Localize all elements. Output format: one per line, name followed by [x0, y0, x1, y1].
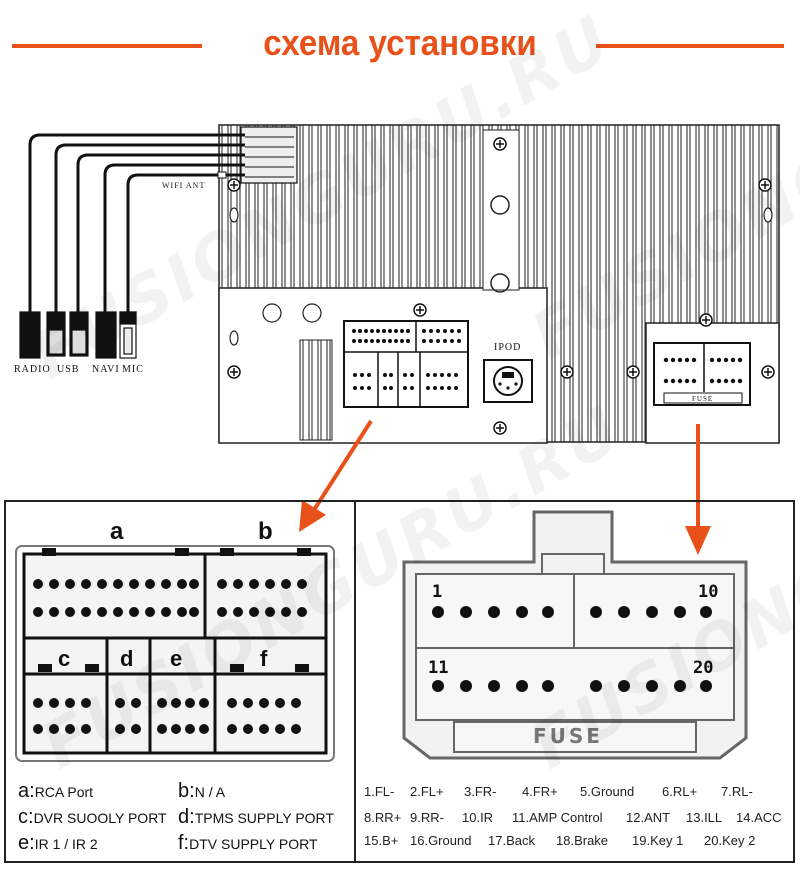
- pin-item: 14.ACC: [736, 810, 782, 825]
- legend-item-c: c:DVR SUOOLY PORT: [18, 806, 167, 829]
- legend-text: DVR SUOOLY PORT: [33, 810, 167, 826]
- pin-item: 10.IR: [462, 810, 494, 825]
- pin-number-10: 10: [698, 582, 719, 602]
- legend-key: e:: [18, 832, 35, 854]
- pin-item: 13.ILL: [686, 810, 723, 825]
- cable-label-navi: NAVI: [92, 364, 120, 375]
- connector-label-d: d: [120, 646, 134, 671]
- legend-key: a:: [18, 780, 35, 802]
- header-right-line: [596, 44, 784, 48]
- cable-label-mic: MIC: [122, 364, 144, 375]
- harness-connector-diagram: [15, 545, 335, 762]
- legend-text: RCA Port: [34, 784, 94, 800]
- head-unit-illustration: [19, 124, 780, 444]
- legend-key: c:: [18, 806, 34, 828]
- pin-item: 20.Key 2: [704, 833, 756, 848]
- pin-number-11: 11: [428, 658, 449, 678]
- legend-item-a: a:RCA Port: [18, 780, 93, 803]
- pin-item: 1.FL-: [364, 784, 395, 799]
- pin-item: 4.FR+: [522, 784, 558, 799]
- legend-text: DTV SUPPLY PORT: [189, 836, 318, 852]
- cable-label-usb: USB: [57, 364, 80, 375]
- detail-frame: [4, 500, 795, 863]
- connector-arrows: [299, 419, 711, 555]
- header-left-line: [12, 44, 202, 48]
- ipod-label: IPOD: [494, 342, 522, 353]
- pin-item: 18.Brake: [556, 833, 609, 848]
- pin-item: 3.FR-: [464, 784, 497, 799]
- power-connector-diagram: [402, 510, 748, 760]
- connector-label-e: e: [170, 646, 183, 671]
- pin-item: 5.Ground: [580, 784, 635, 799]
- legend-item-b: b:N / A: [178, 780, 225, 803]
- pin-item: 6.RL+: [662, 784, 698, 799]
- pin-number-1: 1: [432, 582, 443, 602]
- legend-text: IR 1 / IR 2: [34, 836, 98, 852]
- legend-text: TPMS SUPPLY PORT: [194, 810, 334, 826]
- legend-key: b:: [178, 780, 195, 802]
- wifi-ant-label: WIFI ANT: [162, 181, 206, 190]
- pin-item: 2.FL+: [410, 784, 444, 799]
- pin-item: 9.RR-: [410, 810, 444, 825]
- connector-label-a: a: [110, 518, 124, 545]
- pin-item: 15.B+: [364, 833, 399, 848]
- pin-item: 11.AMP Control: [512, 810, 603, 825]
- pin-item: 17.Back: [488, 833, 535, 848]
- pin-item: 16.Ground: [410, 833, 472, 848]
- legend-item-d: d:TPMS SUPPLY PORT: [178, 806, 334, 829]
- legend-text: N / A: [194, 784, 226, 800]
- page-title: схема установки: [263, 22, 537, 63]
- small-fuse-label: FUSE: [692, 395, 714, 403]
- legend-item-e: e:IR 1 / IR 2: [18, 832, 98, 855]
- pin-item: 12.ANT: [626, 810, 671, 825]
- pin-item: 19.Key 1: [632, 833, 684, 848]
- fuse-label: FUSE: [533, 724, 603, 748]
- legend-key: d:: [178, 806, 195, 828]
- connector-label-f: f: [260, 646, 268, 671]
- pin-item: 7.RL-: [721, 784, 753, 799]
- detail-divider: [354, 500, 356, 863]
- pin-number-20: 20: [693, 658, 714, 678]
- connector-label-c: c: [58, 646, 71, 671]
- legend-key: f:: [178, 832, 190, 854]
- pin-item: 8.RR+: [364, 810, 402, 825]
- connector-label-b: b: [258, 518, 273, 545]
- cable-label-radio: RADIO: [14, 364, 51, 375]
- legend-item-f: f:DTV SUPPLY PORT: [178, 832, 318, 855]
